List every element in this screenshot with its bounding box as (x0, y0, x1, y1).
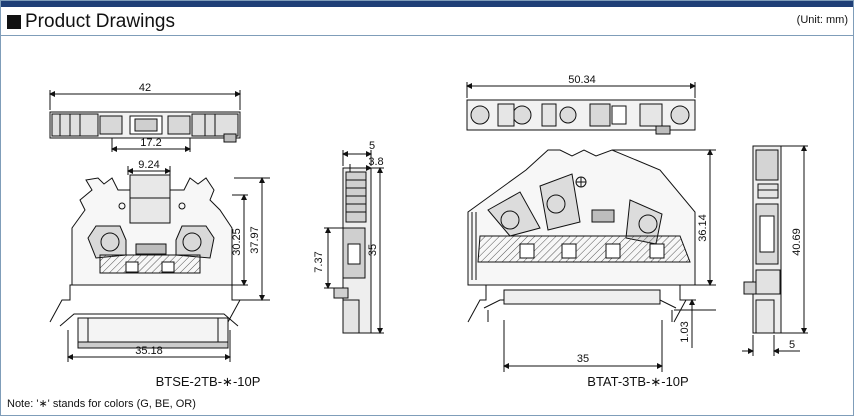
dim-right-top-width: 50.34 (568, 74, 596, 86)
dim-left-slot-width: 17.2 (140, 137, 161, 149)
left-front-view (49, 174, 241, 349)
title-bullet-icon (7, 15, 21, 29)
left-part-number: BTSE-2TB-∗-10P (156, 374, 261, 389)
left-drawing (49, 90, 270, 362)
left-top-view (49, 111, 241, 143)
page-title: Product Drawings (25, 11, 175, 32)
mid-drawing (324, 150, 384, 334)
dim-mid-inner: 3.8 (368, 156, 383, 168)
dim-right-offset: 1.03 (679, 321, 691, 342)
right-part-number: BTAT-3TB-∗-10P (587, 374, 688, 389)
dim-mid-height-small: 7.37 (313, 251, 325, 272)
title-wrap: Product Drawings (7, 11, 175, 33)
header-rule (1, 35, 853, 36)
dim-mid-total: 5 (369, 140, 375, 152)
dim-mid-height-large: 35 (367, 244, 379, 256)
color-note: Note: '∗' stands for colors (G, BE, OR) (7, 398, 196, 410)
dim-left-top-width: 42 (139, 82, 151, 94)
side-drawing (742, 145, 808, 356)
dim-side-width: 5 (789, 339, 795, 351)
section-header: Product Drawings (1, 1, 853, 36)
dim-left-height-a: 30.25 (231, 228, 243, 256)
dim-right-height-a: 36.14 (697, 214, 709, 242)
dim-left-base-width: 35.18 (135, 345, 163, 357)
dim-left-height-b: 37.97 (249, 226, 261, 254)
right-drawing (466, 82, 716, 372)
dim-right-base-width: 35 (577, 353, 589, 365)
unit-label: (Unit: mm) (796, 14, 848, 26)
dim-side-height: 40.69 (791, 228, 803, 256)
header-bar (1, 1, 853, 7)
dim-left-foot-width: 9.24 (138, 159, 159, 171)
